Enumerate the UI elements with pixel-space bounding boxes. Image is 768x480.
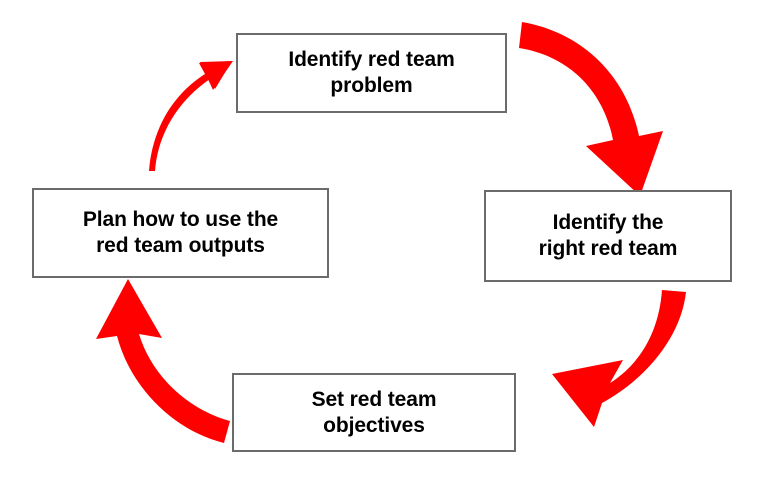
arrow-outputs-to-problem [149, 61, 233, 171]
arrow-problem-to-team [519, 22, 663, 196]
node-plan-how-to-use-the-red-team-outputs[interactable]: Plan how to use the red team outputs [32, 188, 329, 278]
arrow-objectives-to-outputs [96, 279, 230, 443]
node-label: Plan how to use the red team outputs [82, 208, 279, 257]
node-label: Set red team objectives [311, 387, 437, 437]
node-identify-red-team-problem[interactable]: Identify red team problem [236, 33, 507, 113]
node-label: Identify the right red team [538, 211, 678, 260]
node-identify-the-right-red-team[interactable]: Identify the right red team [484, 190, 732, 282]
arrow-team-to-objectives [552, 290, 686, 427]
node-set-red-team-objectives[interactable]: Set red team objectives [232, 373, 516, 452]
node-label: Identify red team problem [288, 48, 455, 97]
